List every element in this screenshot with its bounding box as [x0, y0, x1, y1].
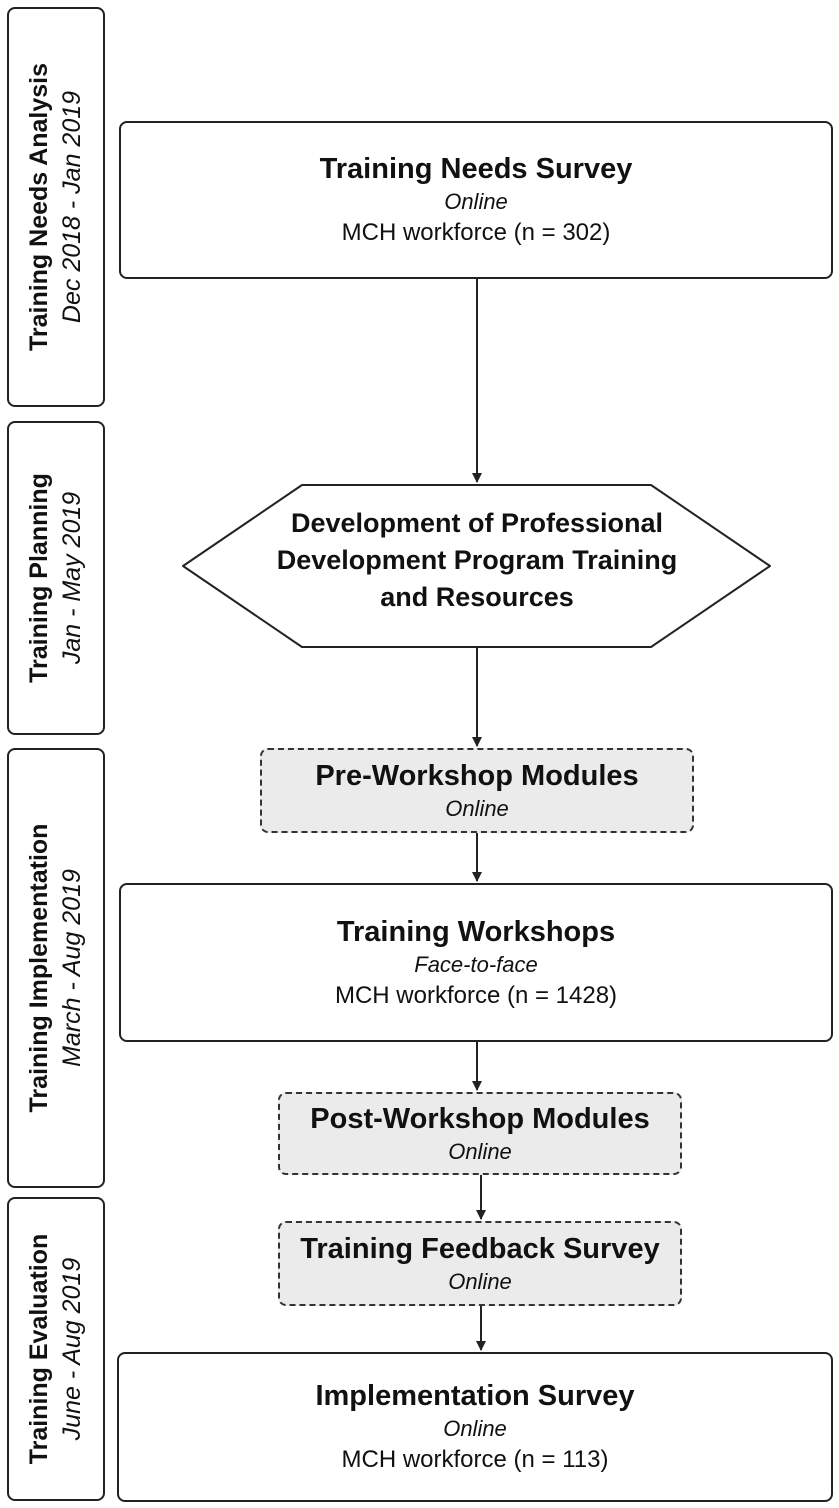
training-needs-survey-box: Training Needs Survey Online MCH workfor… — [119, 121, 833, 279]
step-title: Training Workshops — [336, 915, 616, 948]
training-workshops-box: Training Workshops Face-to-face MCH work… — [119, 883, 833, 1042]
step-mode: Online — [444, 189, 508, 214]
step-note: MCH workforce (n = 113) — [341, 1446, 609, 1473]
step-title: Training Feedback Survey — [300, 1232, 660, 1265]
development-line: Development Program Training — [276, 545, 678, 575]
step-title: Implementation Survey — [315, 1380, 635, 1412]
phase-implementation: Training Implementation March - Aug 2019 — [7, 748, 105, 1188]
step-title: Post-Workshop Modules — [310, 1102, 650, 1135]
post-workshop-modules-box: Post-Workshop Modules Online — [278, 1092, 682, 1175]
development-hexagon — [182, 484, 771, 648]
step-title: Training Needs Survey — [319, 153, 633, 185]
phase-needs-analysis: Training Needs Analysis Dec 2018 - Jan 2… — [7, 7, 105, 407]
development-step-text: Development of Professional Development … — [240, 505, 714, 616]
pre-workshop-modules-box: Pre-Workshop Modules Online — [260, 748, 694, 833]
step-mode: Face-to-face — [414, 951, 538, 977]
step-mode: Online — [448, 1138, 512, 1164]
development-line: Development of Professional — [290, 508, 664, 538]
step-title: Pre-Workshop Modules — [315, 759, 639, 792]
development-line: and Resources — [380, 582, 574, 612]
phase-planning: Training Planning Jan - May 2019 — [7, 421, 105, 735]
training-feedback-survey-box: Training Feedback Survey Online — [278, 1221, 682, 1306]
phase-evaluation: Training Evaluation June - Aug 2019 — [7, 1197, 105, 1501]
step-note: MCH workforce (n = 1428) — [334, 981, 618, 1009]
step-note: MCH workforce (n = 302) — [341, 219, 611, 246]
implementation-survey-box: Implementation Survey Online MCH workfor… — [117, 1352, 833, 1502]
step-mode: Online — [448, 1268, 512, 1294]
step-mode: Online — [445, 795, 509, 821]
step-mode: Online — [443, 1416, 507, 1441]
